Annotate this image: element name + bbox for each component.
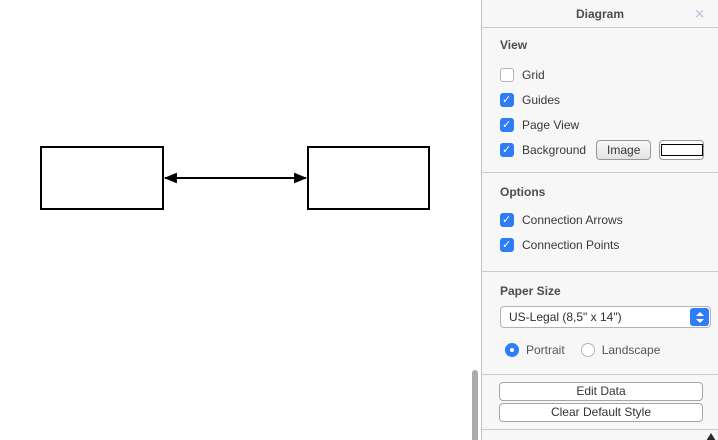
stepper-up-arrow-icon xyxy=(695,311,704,316)
landscape-radio-option[interactable]: Landscape xyxy=(580,342,661,357)
page-view-row: Page View xyxy=(500,112,704,137)
view-section-title: View xyxy=(500,38,528,52)
background-image-button[interactable]: Image xyxy=(596,139,652,160)
edit-data-button[interactable]: Edit Data xyxy=(499,382,703,401)
paper-size-title: Paper Size xyxy=(500,284,561,298)
page-view-checkbox[interactable] xyxy=(500,117,514,132)
paper-size-section: Paper Size US-Legal (8,5" x 14") Portrai… xyxy=(482,272,718,375)
panel-header: Diagram ✕ xyxy=(482,0,718,28)
panel-title: Diagram xyxy=(575,6,625,21)
options-section-title: Options xyxy=(500,185,546,199)
clear-default-style-button[interactable]: Clear Default Style xyxy=(499,403,703,422)
close-icon[interactable]: ✕ xyxy=(694,6,705,21)
options-section: Options Connection Arrows Connection Poi… xyxy=(482,173,718,272)
canvas-vertical-scrollbar[interactable] xyxy=(472,370,478,440)
select-stepper-icon xyxy=(690,308,709,326)
actions-section: Edit Data Clear Default Style xyxy=(482,375,718,430)
connection-arrows-checkbox[interactable] xyxy=(500,212,514,227)
paper-size-selected-value: US-Legal (8,5" x 14") xyxy=(509,310,622,324)
portrait-label: Portrait xyxy=(526,342,565,357)
page-view-label: Page View xyxy=(522,117,580,132)
orientation-radio-group: Portrait Landscape xyxy=(505,337,704,362)
landscape-radio[interactable] xyxy=(580,342,595,357)
connection-arrows-row: Connection Arrows xyxy=(500,207,704,232)
diagram-canvas-svg xyxy=(40,146,430,210)
view-section: View Grid Guides Page View Background Im… xyxy=(482,28,718,173)
connection-points-checkbox[interactable] xyxy=(500,237,514,252)
diagram-shape[interactable] xyxy=(307,146,430,210)
guides-row: Guides xyxy=(500,87,704,112)
grid-label: Grid xyxy=(522,67,545,82)
connection-points-label: Connection Points xyxy=(522,237,620,252)
diagram-shape[interactable] xyxy=(40,146,164,210)
connection-arrows-label: Connection Arrows xyxy=(522,212,623,227)
landscape-label: Landscape xyxy=(601,342,661,357)
background-checkbox[interactable] xyxy=(500,142,514,157)
guides-checkbox[interactable] xyxy=(500,92,514,107)
background-label: Background xyxy=(522,142,587,157)
portrait-radio[interactable] xyxy=(505,342,519,357)
background-color-swatch-fill xyxy=(660,143,703,156)
diagram-canvas[interactable] xyxy=(0,0,481,440)
background-row: Background Image xyxy=(500,137,704,162)
grid-row: Grid xyxy=(500,62,704,87)
stepper-down-arrow-icon xyxy=(695,318,704,323)
portrait-radio-option[interactable]: Portrait xyxy=(505,342,565,357)
paper-size-select[interactable]: US-Legal (8,5" x 14") xyxy=(500,306,711,328)
guides-label: Guides xyxy=(522,92,561,107)
grid-checkbox[interactable] xyxy=(500,67,514,82)
format-panel: Diagram ✕ View Grid Guides Page View Bac… xyxy=(481,0,718,440)
scroll-corner-mark xyxy=(706,433,716,440)
connection-points-row: Connection Points xyxy=(500,232,704,257)
background-color-swatch[interactable] xyxy=(659,139,704,160)
